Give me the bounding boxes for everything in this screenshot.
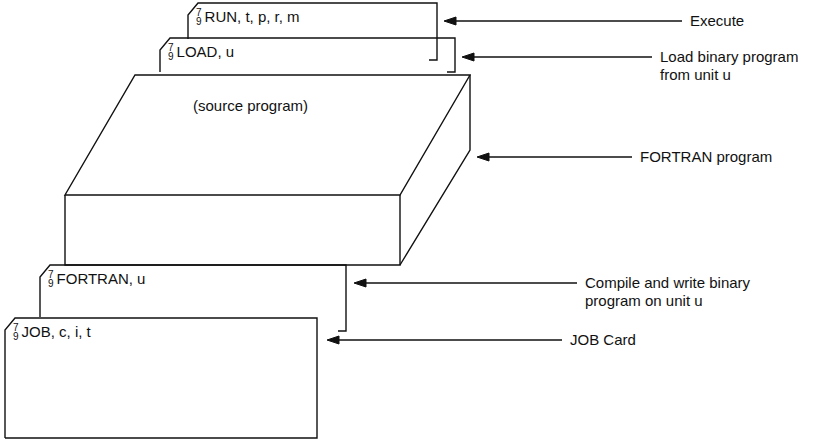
arrow-head xyxy=(462,53,474,61)
card-statement: LOAD, u xyxy=(177,43,235,61)
arrow-head xyxy=(477,153,489,161)
row-punch: 7 xyxy=(168,43,174,52)
callout-text: Load binary program from unit u xyxy=(660,48,815,84)
punch-rows: 79 xyxy=(48,270,54,288)
source-deck: (source program) xyxy=(65,75,471,266)
card-text: 79LOAD, u xyxy=(168,43,234,61)
deck-face xyxy=(400,75,470,265)
deck-title: (source program) xyxy=(193,97,308,115)
callout-text: FORTRAN program xyxy=(640,148,810,166)
punch-rows: 79 xyxy=(196,8,202,26)
callout-text: Compile and write binary program on unit… xyxy=(585,274,773,310)
leader-line xyxy=(470,56,652,57)
row-punch: 7 xyxy=(196,8,202,17)
card-edge xyxy=(40,265,346,331)
card-text: 79RUN, t, p, r, m xyxy=(196,8,300,26)
card-statement: RUN, t, p, r, m xyxy=(205,8,300,26)
deck-face xyxy=(65,75,470,195)
arrow-head xyxy=(444,17,456,25)
card-text: 79FORTRAN, u xyxy=(48,270,145,288)
control-card: 79LOAD, u xyxy=(160,38,456,74)
control-card: 79JOB, c, i, t xyxy=(5,318,321,440)
deck-face xyxy=(65,195,400,265)
row-punch: 9 xyxy=(48,279,54,288)
card-statement: JOB, c, i, t xyxy=(22,323,91,341)
row-punch: 9 xyxy=(13,332,19,341)
card-edge xyxy=(5,318,317,438)
card-text: 79JOB, c, i, t xyxy=(13,323,91,341)
row-punch: 7 xyxy=(48,270,54,279)
row-punch: 7 xyxy=(13,323,19,332)
row-punch: 9 xyxy=(196,17,202,26)
row-punch: 9 xyxy=(168,52,174,61)
arrow-head xyxy=(327,336,339,344)
leader-line xyxy=(485,156,632,157)
arrow-head xyxy=(354,279,366,287)
punch-rows: 79 xyxy=(168,43,174,61)
callout-text: JOB Card xyxy=(570,331,690,349)
leader-line xyxy=(362,282,577,283)
leader-line xyxy=(335,339,562,340)
punch-rows: 79 xyxy=(13,323,19,341)
leader-line xyxy=(452,20,682,21)
callout-text: Execute xyxy=(690,12,810,30)
card-edge xyxy=(160,38,455,72)
card-statement: FORTRAN, u xyxy=(57,270,146,288)
